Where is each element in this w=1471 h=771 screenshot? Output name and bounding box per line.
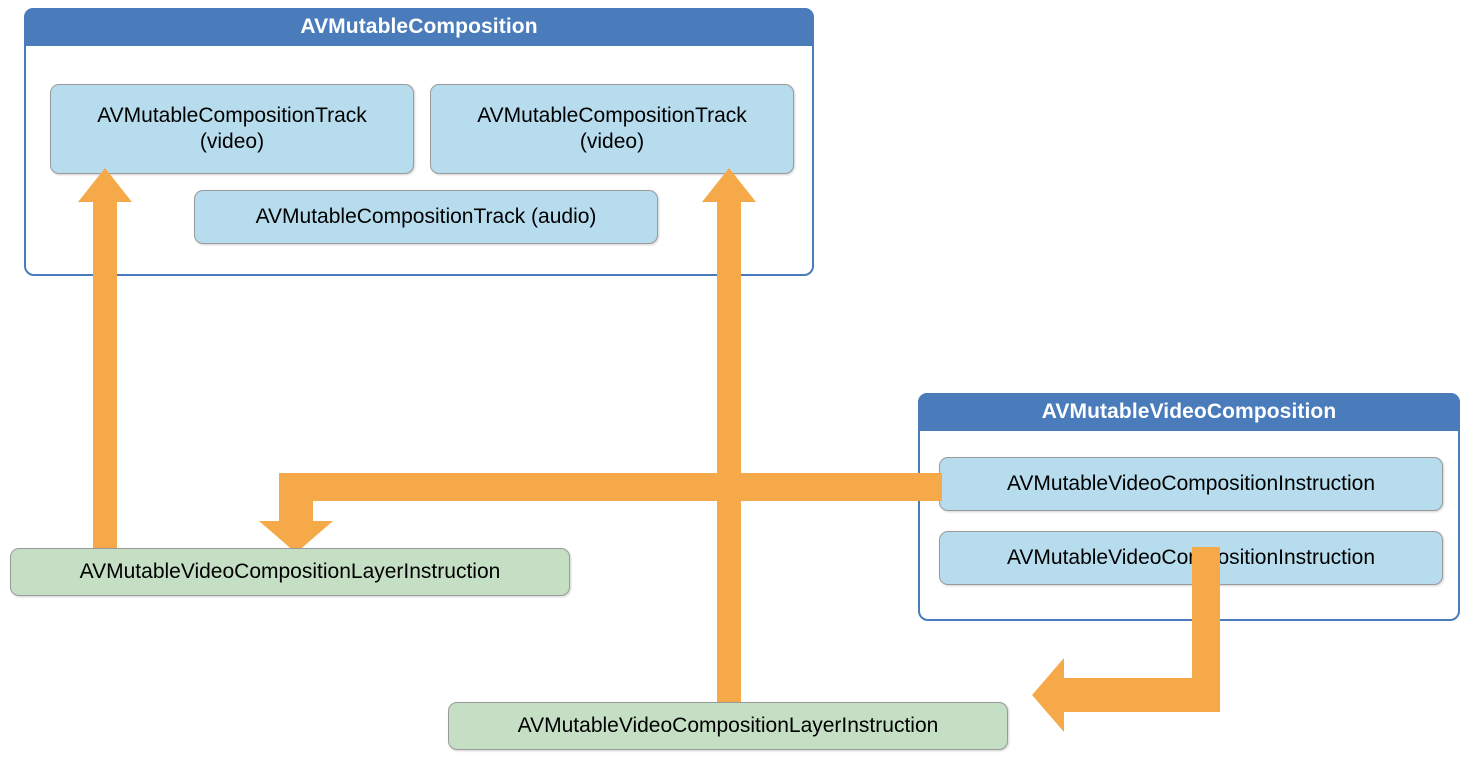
node-instruction-2[interactable]: AVMutableVideoCompositionInstruction (939, 531, 1443, 585)
node-instruction-2-label: AVMutableVideoCompositionInstruction (1006, 545, 1376, 569)
panel-body-av-mutable-composition: AVMutableCompositionTrack (video) AVMuta… (26, 46, 812, 272)
node-instruction-1-label: AVMutableVideoCompositionInstruction (1006, 471, 1376, 495)
node-video-track-right-label: AVMutableCompositionTrack (video) (477, 103, 747, 153)
arrow-instruction-1-to-left-layer (259, 473, 937, 553)
panel-title-av-mutable-video-composition: AVMutableVideoComposition (918, 393, 1460, 431)
node-layer-instruction-bottom[interactable]: AVMutableVideoCompositionLayerInstructio… (448, 702, 1008, 750)
node-video-track-left-label: AVMutableCompositionTrack (video) (97, 103, 367, 153)
node-audio-track-label: AVMutableCompositionTrack (audio) (255, 204, 597, 228)
node-layer-instruction-left-label: AVMutableVideoCompositionLayerInstructio… (79, 559, 501, 583)
panel-title-av-mutable-composition: AVMutableComposition (24, 8, 814, 46)
node-layer-instruction-left[interactable]: AVMutableVideoCompositionLayerInstructio… (10, 548, 570, 596)
panel-body-av-mutable-video-composition: AVMutableVideoCompositionInstruction AVM… (920, 431, 1458, 617)
node-video-track-right[interactable]: AVMutableCompositionTrack (video) (430, 84, 794, 174)
node-instruction-1[interactable]: AVMutableVideoCompositionInstruction (939, 457, 1443, 511)
panel-av-mutable-composition: AVMutableComposition AVMutableCompositio… (24, 8, 814, 276)
node-audio-track[interactable]: AVMutableCompositionTrack (audio) (194, 190, 658, 244)
panel-av-mutable-video-composition: AVMutableVideoComposition AVMutableVideo… (918, 393, 1460, 621)
node-video-track-left[interactable]: AVMutableCompositionTrack (video) (50, 84, 414, 174)
node-layer-instruction-bottom-label: AVMutableVideoCompositionLayerInstructio… (517, 713, 939, 737)
